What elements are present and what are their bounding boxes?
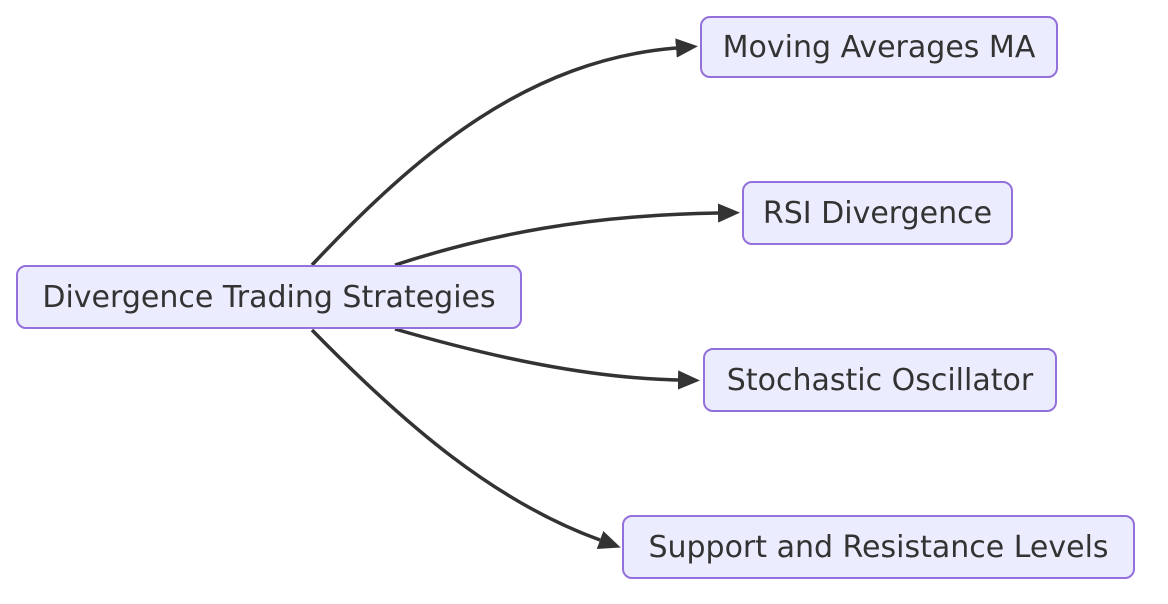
node-label: Support and Resistance Levels [648,529,1109,565]
node-divergence-trading-strategies: Divergence Trading Strategies [16,265,522,329]
node-stochastic-oscillator: Stochastic Oscillator [703,348,1057,412]
node-rsi-divergence: RSI Divergence [742,181,1013,245]
edge-root-to-moving-averages [310,38,698,267]
node-label: Moving Averages MA [722,29,1036,65]
node-label: Stochastic Oscillator [726,362,1034,398]
node-label: RSI Divergence [762,195,993,231]
edge-root-to-rsi-divergence [394,203,740,267]
node-moving-averages-ma: Moving Averages MA [700,16,1058,78]
node-support-and-resistance-levels: Support and Resistance Levels [622,515,1135,579]
node-label: Divergence Trading Strategies [42,279,496,315]
edge-root-to-support-resistance [310,328,621,550]
edge-root-to-stochastic-oscillator [394,327,700,390]
